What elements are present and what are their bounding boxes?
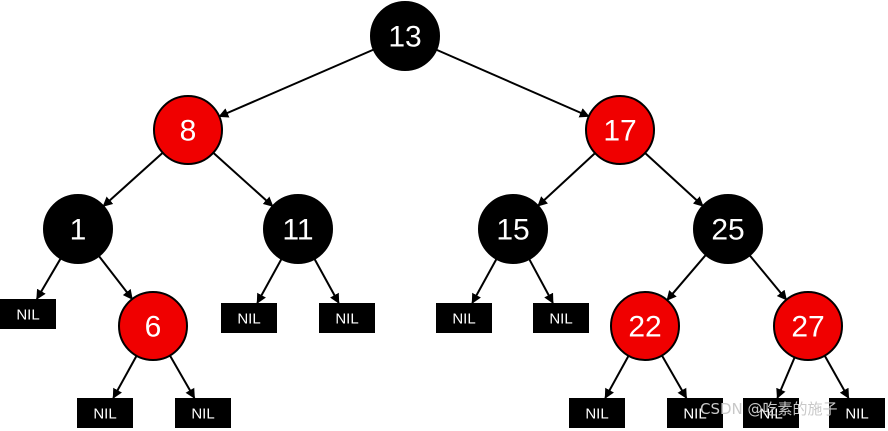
edge-n27-nil10 [776, 356, 796, 399]
nil-leaf: NIL [221, 303, 277, 333]
edge-n13-n17 [435, 48, 590, 118]
node-circle [693, 194, 763, 264]
edges [35, 48, 850, 399]
tree-node-1: 1 [43, 194, 113, 264]
node-label: 22 [628, 311, 661, 344]
nil-label: NIL [16, 307, 39, 324]
nil-box [743, 398, 799, 428]
node-circle [370, 1, 440, 71]
edge-n17-n25 [644, 152, 704, 207]
edge-n17-n15 [537, 152, 596, 207]
nil-label: NIL [191, 406, 214, 423]
edge-n11-nil3 [313, 258, 340, 304]
nil-box [0, 299, 56, 329]
tree-node-17: 17 [585, 95, 655, 165]
nil-box [569, 398, 625, 428]
edge-n15-nil4 [471, 258, 498, 304]
nil-box [319, 303, 375, 333]
nil-label: NIL [93, 406, 116, 423]
nil-leaf: NIL [829, 398, 885, 428]
edge-n25-n27 [748, 254, 788, 301]
nil-leaf: NIL [319, 303, 375, 333]
node-label: 6 [145, 311, 162, 344]
edge-n25-n22 [666, 254, 707, 301]
edge-n8-n11 [212, 152, 274, 207]
nil-box [829, 398, 885, 428]
nil-leaf: NIL [667, 398, 723, 428]
edge-n1-nil1 [35, 257, 62, 300]
node-label: 17 [603, 115, 636, 148]
nil-label: NIL [335, 311, 358, 328]
nil-box [533, 303, 589, 333]
tree-node-6: 6 [118, 291, 188, 361]
node-circle [585, 95, 655, 165]
nil-box [436, 303, 492, 333]
edge-n8-n1 [102, 152, 164, 207]
tree-node-25: 25 [693, 194, 763, 264]
nil-box [77, 398, 133, 428]
node-circle [153, 95, 223, 165]
node-label: 11 [282, 214, 313, 247]
nil-label: NIL [845, 406, 868, 423]
nil-leaf: NIL [0, 299, 56, 329]
node-circle [478, 194, 548, 264]
node-circle [263, 194, 333, 264]
nil-label: NIL [759, 406, 782, 423]
node-label: 8 [180, 115, 197, 148]
edge-n15-nil5 [528, 258, 554, 304]
nil-label: NIL [585, 406, 608, 423]
edge-n22-nil8 [604, 355, 630, 399]
node-circle [610, 291, 680, 361]
node-label: 1 [70, 214, 87, 247]
nil-leaf: NIL [77, 398, 133, 428]
node-circle [773, 291, 843, 361]
nil-label: NIL [549, 311, 572, 328]
node-label: 15 [496, 214, 529, 247]
nil-label: NIL [452, 311, 475, 328]
edge-n1-n6 [98, 255, 133, 300]
nil-leaf: NIL [743, 398, 799, 428]
watermark: CSDN @吃素的施子 [700, 400, 838, 418]
tree-node-8: 8 [153, 95, 223, 165]
nil-box [667, 398, 723, 428]
nil-leaf: NIL [175, 398, 231, 428]
edge-n22-nil9 [661, 354, 688, 399]
edge-n11-nil2 [256, 258, 283, 304]
tree-node-11: 11 [263, 194, 333, 264]
node-label: 27 [791, 311, 824, 344]
tree-node-13: 13 [370, 1, 440, 71]
nil-leaf: NIL [533, 303, 589, 333]
edge-n27-nil11 [823, 355, 850, 399]
edge-n13-n8 [218, 48, 375, 118]
nil-box [221, 303, 277, 333]
nil-leaf: NIL [569, 398, 625, 428]
node-label: 13 [388, 21, 421, 54]
tree-node-15: 15 [478, 194, 548, 264]
node-circle [43, 194, 113, 264]
tree-node-22: 22 [610, 291, 680, 361]
nil-leaf: NIL [436, 303, 492, 333]
node-circle [118, 291, 188, 361]
node-label: 25 [711, 214, 744, 247]
edge-n6-nil7 [169, 354, 196, 399]
edge-n6-nil6 [112, 355, 138, 399]
nil-label: NIL [683, 406, 706, 423]
tree-node-27: 27 [773, 291, 843, 361]
nil-label: NIL [237, 311, 260, 328]
nil-box [175, 398, 231, 428]
